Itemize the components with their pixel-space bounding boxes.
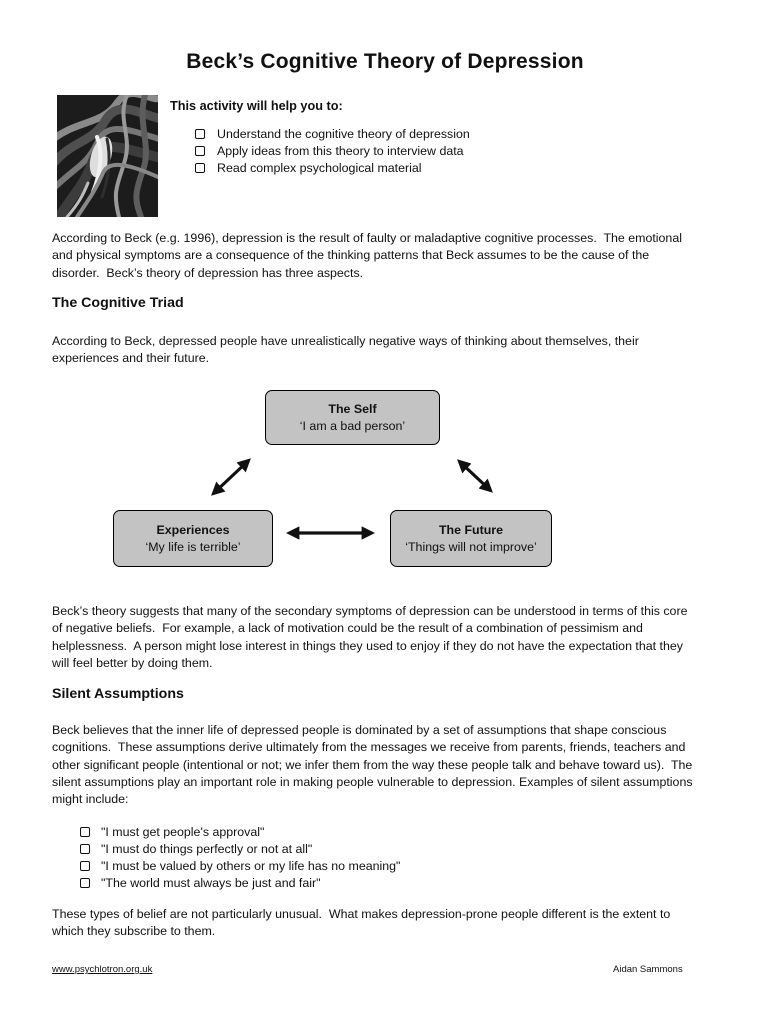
section-heading-silent-assumptions: Silent Assumptions xyxy=(52,686,184,702)
triad-box-title: Experiences xyxy=(156,522,230,537)
footer-author: Aidan Sammons xyxy=(613,964,683,975)
checkbox-icon xyxy=(195,128,205,139)
objectives-list: Understand the cognitive theory of depre… xyxy=(195,125,470,177)
activity-heading: This activity will help you to: xyxy=(170,99,343,113)
assumptions-list: "I must get people's approval" "I must d… xyxy=(80,823,400,891)
checkbox-icon xyxy=(195,162,205,173)
objective-item: Apply ideas from this theory to intervie… xyxy=(195,142,470,159)
triad-box-quote: ‘My life is terrible’ xyxy=(145,539,241,554)
abstract-swirl-photo xyxy=(57,95,158,217)
triad-box-quote: ‘Things will not improve’ xyxy=(405,539,537,554)
footer-website-link[interactable]: www.psychlotron.org.uk xyxy=(52,964,153,975)
assumption-item: "I must get people's approval" xyxy=(80,823,400,840)
triad-box-title: The Self xyxy=(328,401,377,416)
objective-label: Read complex psychological material xyxy=(217,160,422,175)
objective-label: Apply ideas from this theory to intervie… xyxy=(217,143,464,158)
triad-box-title: The Future xyxy=(438,522,504,537)
assumption-item: "The world must always be just and fair" xyxy=(80,874,400,891)
checkbox-icon xyxy=(80,860,90,871)
assumption-label: "I must do things perfectly or not at al… xyxy=(101,841,313,856)
triad-discussion-paragraph: Beck’s theory suggests that many of the … xyxy=(52,604,688,670)
intro-paragraph: According to Beck (e.g. 1996), depressio… xyxy=(52,231,682,280)
section-heading-cognitive-triad: The Cognitive Triad xyxy=(52,295,184,311)
triad-box-future: The Future ‘Things will not improve’ xyxy=(390,510,552,567)
double-arrow-self-experiences xyxy=(211,458,251,496)
assumption-label: "The world must always be just and fair" xyxy=(101,875,321,890)
assumption-item: "I must be valued by others or my life h… xyxy=(80,857,400,874)
checkbox-icon xyxy=(195,145,205,156)
double-arrow-self-future xyxy=(457,459,493,493)
objective-item: Understand the cognitive theory of depre… xyxy=(195,125,470,142)
closing-paragraph: These types of belief are not particular… xyxy=(52,907,671,939)
objective-item: Read complex psychological material xyxy=(195,159,470,176)
objective-label: Understand the cognitive theory of depre… xyxy=(217,126,470,141)
page-title: Beck’s Cognitive Theory of Depression xyxy=(186,50,584,73)
triad-box-quote: ‘I am a bad person’ xyxy=(299,418,406,433)
assumption-label: "I must be valued by others or my life h… xyxy=(101,858,401,873)
assumption-label: "I must get people's approval" xyxy=(101,824,265,839)
checkbox-icon xyxy=(80,877,90,888)
triad-box-experiences: Experiences ‘My life is terrible’ xyxy=(113,510,273,567)
silent-assumptions-paragraph: Beck believes that the inner life of dep… xyxy=(52,723,693,807)
checkbox-icon xyxy=(80,826,90,837)
assumption-item: "I must do things perfectly or not at al… xyxy=(80,840,400,857)
triad-box-self: The Self ‘I am a bad person’ xyxy=(265,390,440,445)
checkbox-icon xyxy=(80,843,90,854)
triad-intro-paragraph: According to Beck, depressed people have… xyxy=(52,334,639,366)
